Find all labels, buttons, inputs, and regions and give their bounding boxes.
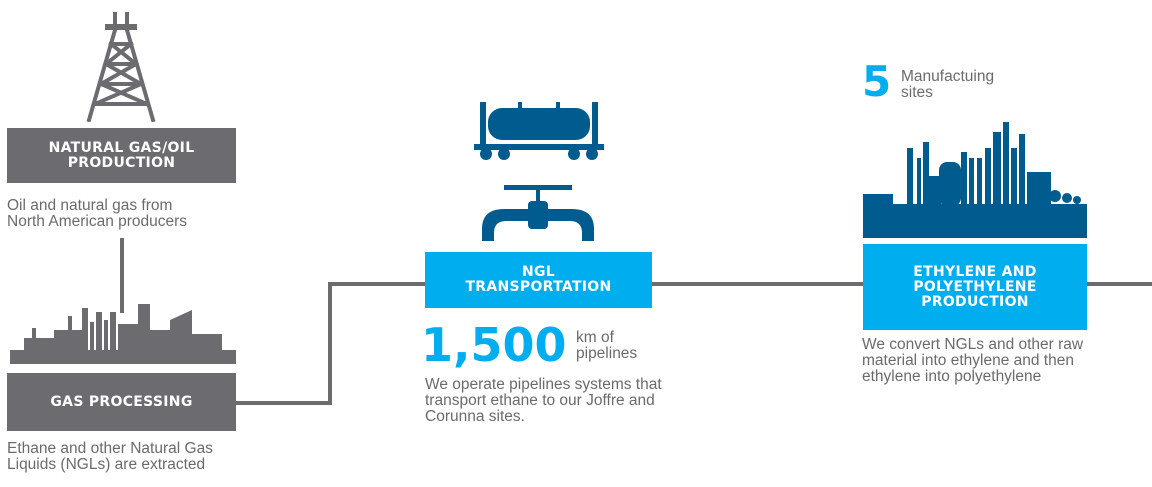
manufacturing-sites-label-line-1: Manufactuing	[901, 68, 995, 85]
manufacturing-sites-label: Manufactuing sites	[901, 69, 994, 101]
production-desc-line-2: North American producers	[7, 213, 188, 230]
ethylene-title-line-2: POLYETHYLENE	[913, 278, 1037, 295]
production-title-line-1: NATURAL GAS/OIL	[48, 139, 195, 156]
pipeline-length-label-line-1: km of	[576, 329, 614, 346]
production-title-box: NATURAL GAS/OIL PRODUCTION	[7, 128, 236, 183]
gas-plant-icon	[10, 304, 236, 364]
processing-desc-line-2: Liquids (NGLs) are extracted	[7, 456, 206, 473]
ethylene-description: We convert NGLs and other raw material i…	[862, 337, 1150, 385]
processing-description: Ethane and other Natural Gas Liquids (NG…	[7, 441, 267, 473]
production-desc-line-1: Oil and natural gas from	[7, 197, 173, 214]
pipeline-length-label: km of pipelines	[576, 330, 637, 362]
petrochemical-plant-icon	[863, 122, 1087, 238]
manufacturing-sites-label-line-2: sites	[901, 84, 933, 101]
ethylene-title-line-1: ETHYLENE AND	[913, 263, 1037, 280]
ethylene-desc-line-1: We convert NGLs and other raw	[862, 336, 1084, 353]
oil-derrick-icon	[86, 12, 156, 122]
connector-processing-transport	[236, 282, 425, 405]
production-description: Oil and natural gas from North American …	[7, 198, 247, 230]
manufacturing-sites-value: 5	[862, 57, 892, 106]
transportation-title-box: NGL TRANSPORTATION	[425, 252, 652, 308]
transportation-title-line-1: NGL	[521, 264, 556, 280]
processing-title-line-1: GAS PROCESSING	[50, 393, 193, 410]
production-title-line-2: PRODUCTION	[67, 154, 176, 171]
ethylene-title-box: ETHYLENE AND POLYETHYLENE PRODUCTION	[863, 244, 1087, 330]
processing-desc-line-1: Ethane and other Natural Gas	[7, 440, 213, 457]
pipeline-valve-icon	[482, 185, 594, 241]
ethylene-title-line-3: PRODUCTION	[921, 293, 1029, 310]
transportation-title-line-2: TRANSPORTATION	[465, 279, 612, 295]
transportation-description: We operate pipelines systems that transp…	[425, 377, 725, 425]
transportation-desc-line-1: We operate pipelines systems that	[425, 376, 662, 393]
pipeline-length-value: 1,500	[421, 318, 567, 372]
processing-title-box: GAS PROCESSING	[7, 373, 236, 431]
transportation-desc-line-2: transport ethane to our Joffre and	[425, 392, 655, 409]
rail-tank-car-icon	[474, 102, 604, 160]
transportation-desc-line-3: Corunna sites.	[425, 408, 525, 425]
ethylene-desc-line-2: material into ethylene and then	[862, 352, 1074, 369]
ethylene-desc-line-3: ethylene into polyethylene	[862, 368, 1042, 385]
pipeline-length-label-line-2: pipelines	[576, 345, 638, 362]
